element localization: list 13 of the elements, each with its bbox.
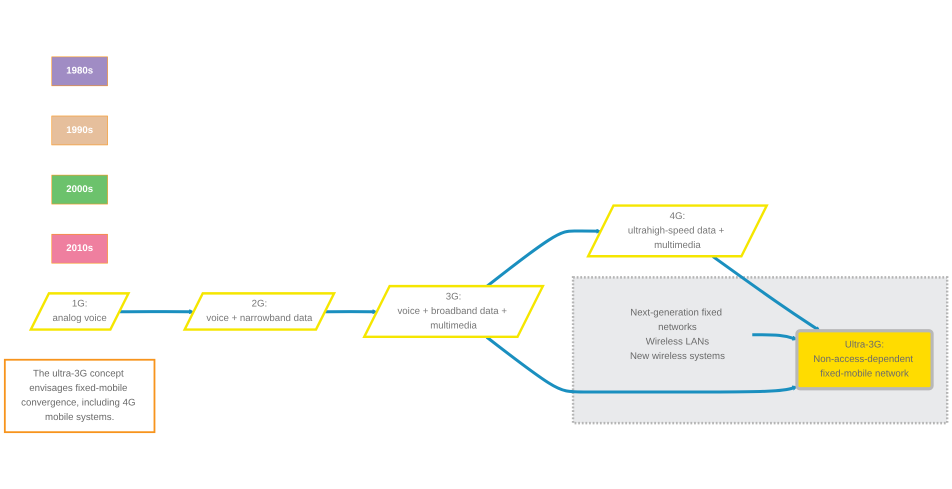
cluster [572, 276, 948, 424]
node-text: Next-generation fixed networks Wireless LANs New wireless systems [630, 308, 725, 362]
node-box: 2000s [51, 174, 108, 204]
node-box: 2010s [51, 234, 108, 264]
arrow [325, 309, 378, 314]
arrow [486, 336, 798, 394]
arrow [120, 309, 194, 314]
arrow [712, 255, 820, 332]
node-box: 1990s [51, 116, 108, 146]
arrow [486, 228, 602, 288]
node-box: 1980s [51, 56, 108, 86]
arrow [752, 333, 798, 341]
node-box: The ultra-3G concept envisages fixed-mobile convergence, including 4G mobile systems. [4, 358, 156, 434]
